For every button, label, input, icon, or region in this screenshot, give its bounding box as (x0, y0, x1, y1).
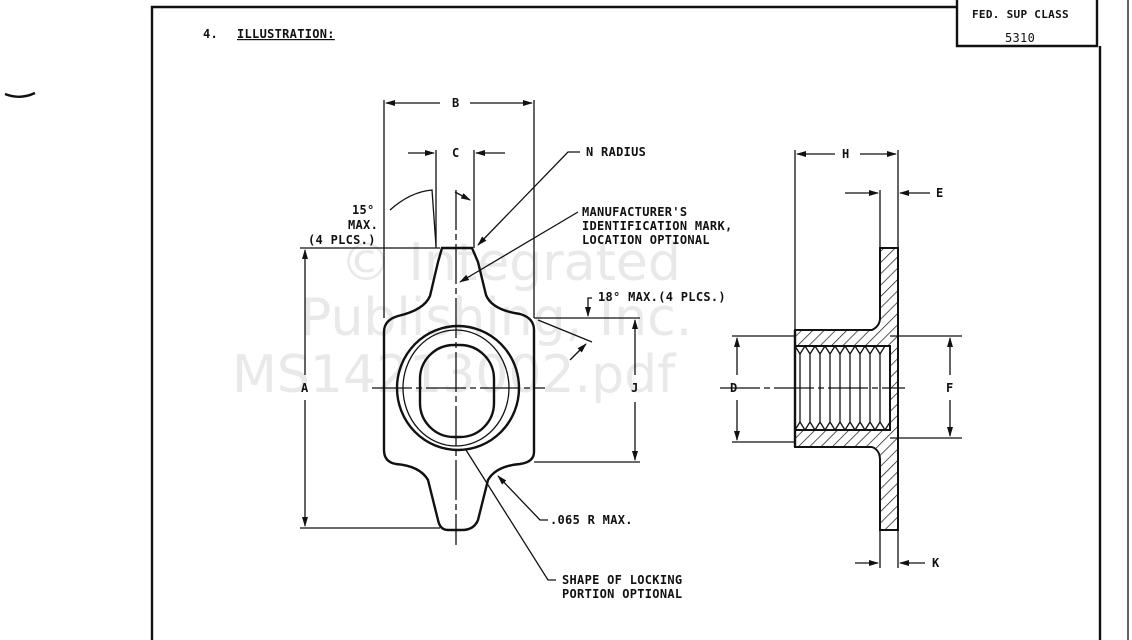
dim-label-k: K (932, 556, 940, 570)
section-title: ILLUSTRATION: (237, 27, 335, 41)
callout-065-radius: .065 R MAX. (550, 513, 633, 527)
page-frame (4, 0, 1129, 640)
watermark-line-3: MS14213002.pdf (232, 345, 677, 405)
callout-15-deg: 15° (352, 203, 375, 217)
dim-label-d: D (730, 381, 738, 395)
dim-label-b: B (452, 96, 460, 110)
callout-locking-2: PORTION OPTIONAL (562, 587, 682, 601)
dim-label-a: A (301, 381, 309, 395)
front-view (300, 100, 640, 581)
callout-mfr-1: MANUFACTURER'S (582, 205, 687, 219)
callout-mfr-3: LOCATION OPTIONAL (582, 233, 710, 247)
side-section-view (720, 150, 962, 568)
callout-15-max: MAX. (348, 218, 378, 232)
dim-label-e: E (936, 186, 944, 200)
callout-18-deg: 18° MAX.(4 PLCS.) (598, 290, 726, 304)
callout-n-radius: N RADIUS (586, 145, 646, 159)
watermark-line-1: © Integrated (340, 233, 681, 293)
binder-mark (4, 91, 36, 98)
callout-locking-1: SHAPE OF LOCKING (562, 573, 682, 587)
dim-label-f: F (946, 381, 954, 395)
fed-sup-class-value: 5310 (1005, 31, 1035, 45)
dim-label-j: J (631, 381, 639, 395)
callout-15-plcs: (4 PLCS.) (308, 233, 376, 247)
section-number: 4. (203, 27, 218, 41)
dim-label-c: C (452, 146, 460, 160)
dim-label-h: H (842, 147, 850, 161)
callout-mfr-2: IDENTIFICATION MARK, (582, 219, 733, 233)
watermark: © Integrated Publishing, Inc. MS14213002… (232, 233, 692, 405)
fed-sup-class-label: FED. SUP CLASS (972, 8, 1069, 21)
